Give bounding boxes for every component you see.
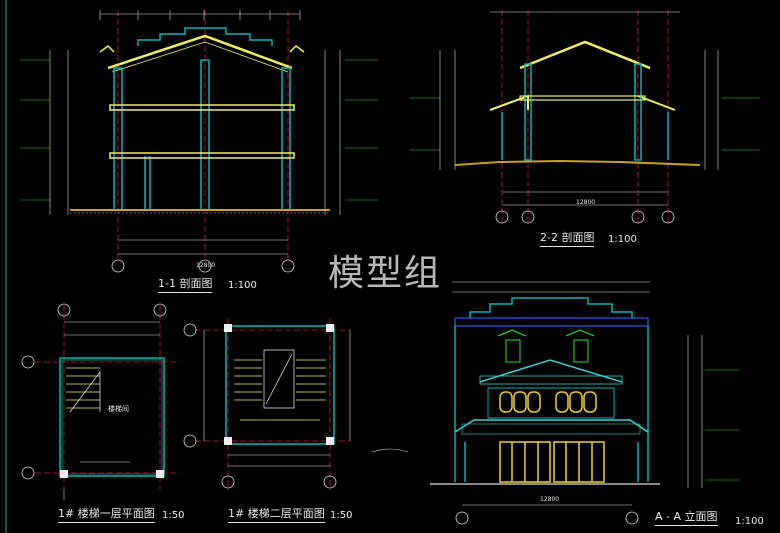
stair-1-room-label: 楼梯间 <box>108 405 129 413</box>
section-1-title: 1-1 剖面图 <box>158 275 213 293</box>
elevation-title: A - A 立面图 <box>655 508 718 526</box>
stair-1-title: 1# 楼梯一层平面图 <box>58 505 155 523</box>
stair-1-scale: 1:50 <box>162 510 185 521</box>
stair-plan-1-drawing <box>21 303 180 500</box>
section-1-scale: 1:100 <box>228 280 257 291</box>
section-2-title: 2-2 剖面图 <box>540 229 595 247</box>
elevation-drawing <box>430 281 740 525</box>
section-1-1-drawing <box>20 10 378 273</box>
stair-plan-2-drawing <box>183 318 409 490</box>
watermark-text: 模型组 <box>328 253 443 294</box>
stair-2-scale: 1:50 <box>330 510 353 521</box>
elevation-total-dim: 12800 <box>540 496 560 503</box>
section-2-scale: 1:100 <box>608 234 637 245</box>
elevation-scale: 1:100 <box>735 516 764 527</box>
section-2-total-dim: 12800 <box>576 199 596 206</box>
section-2-2-drawing <box>410 10 760 225</box>
section-1-total-dim: 12800 <box>196 262 216 269</box>
stair-2-title: 1# 楼梯二层平面图 <box>228 505 325 523</box>
